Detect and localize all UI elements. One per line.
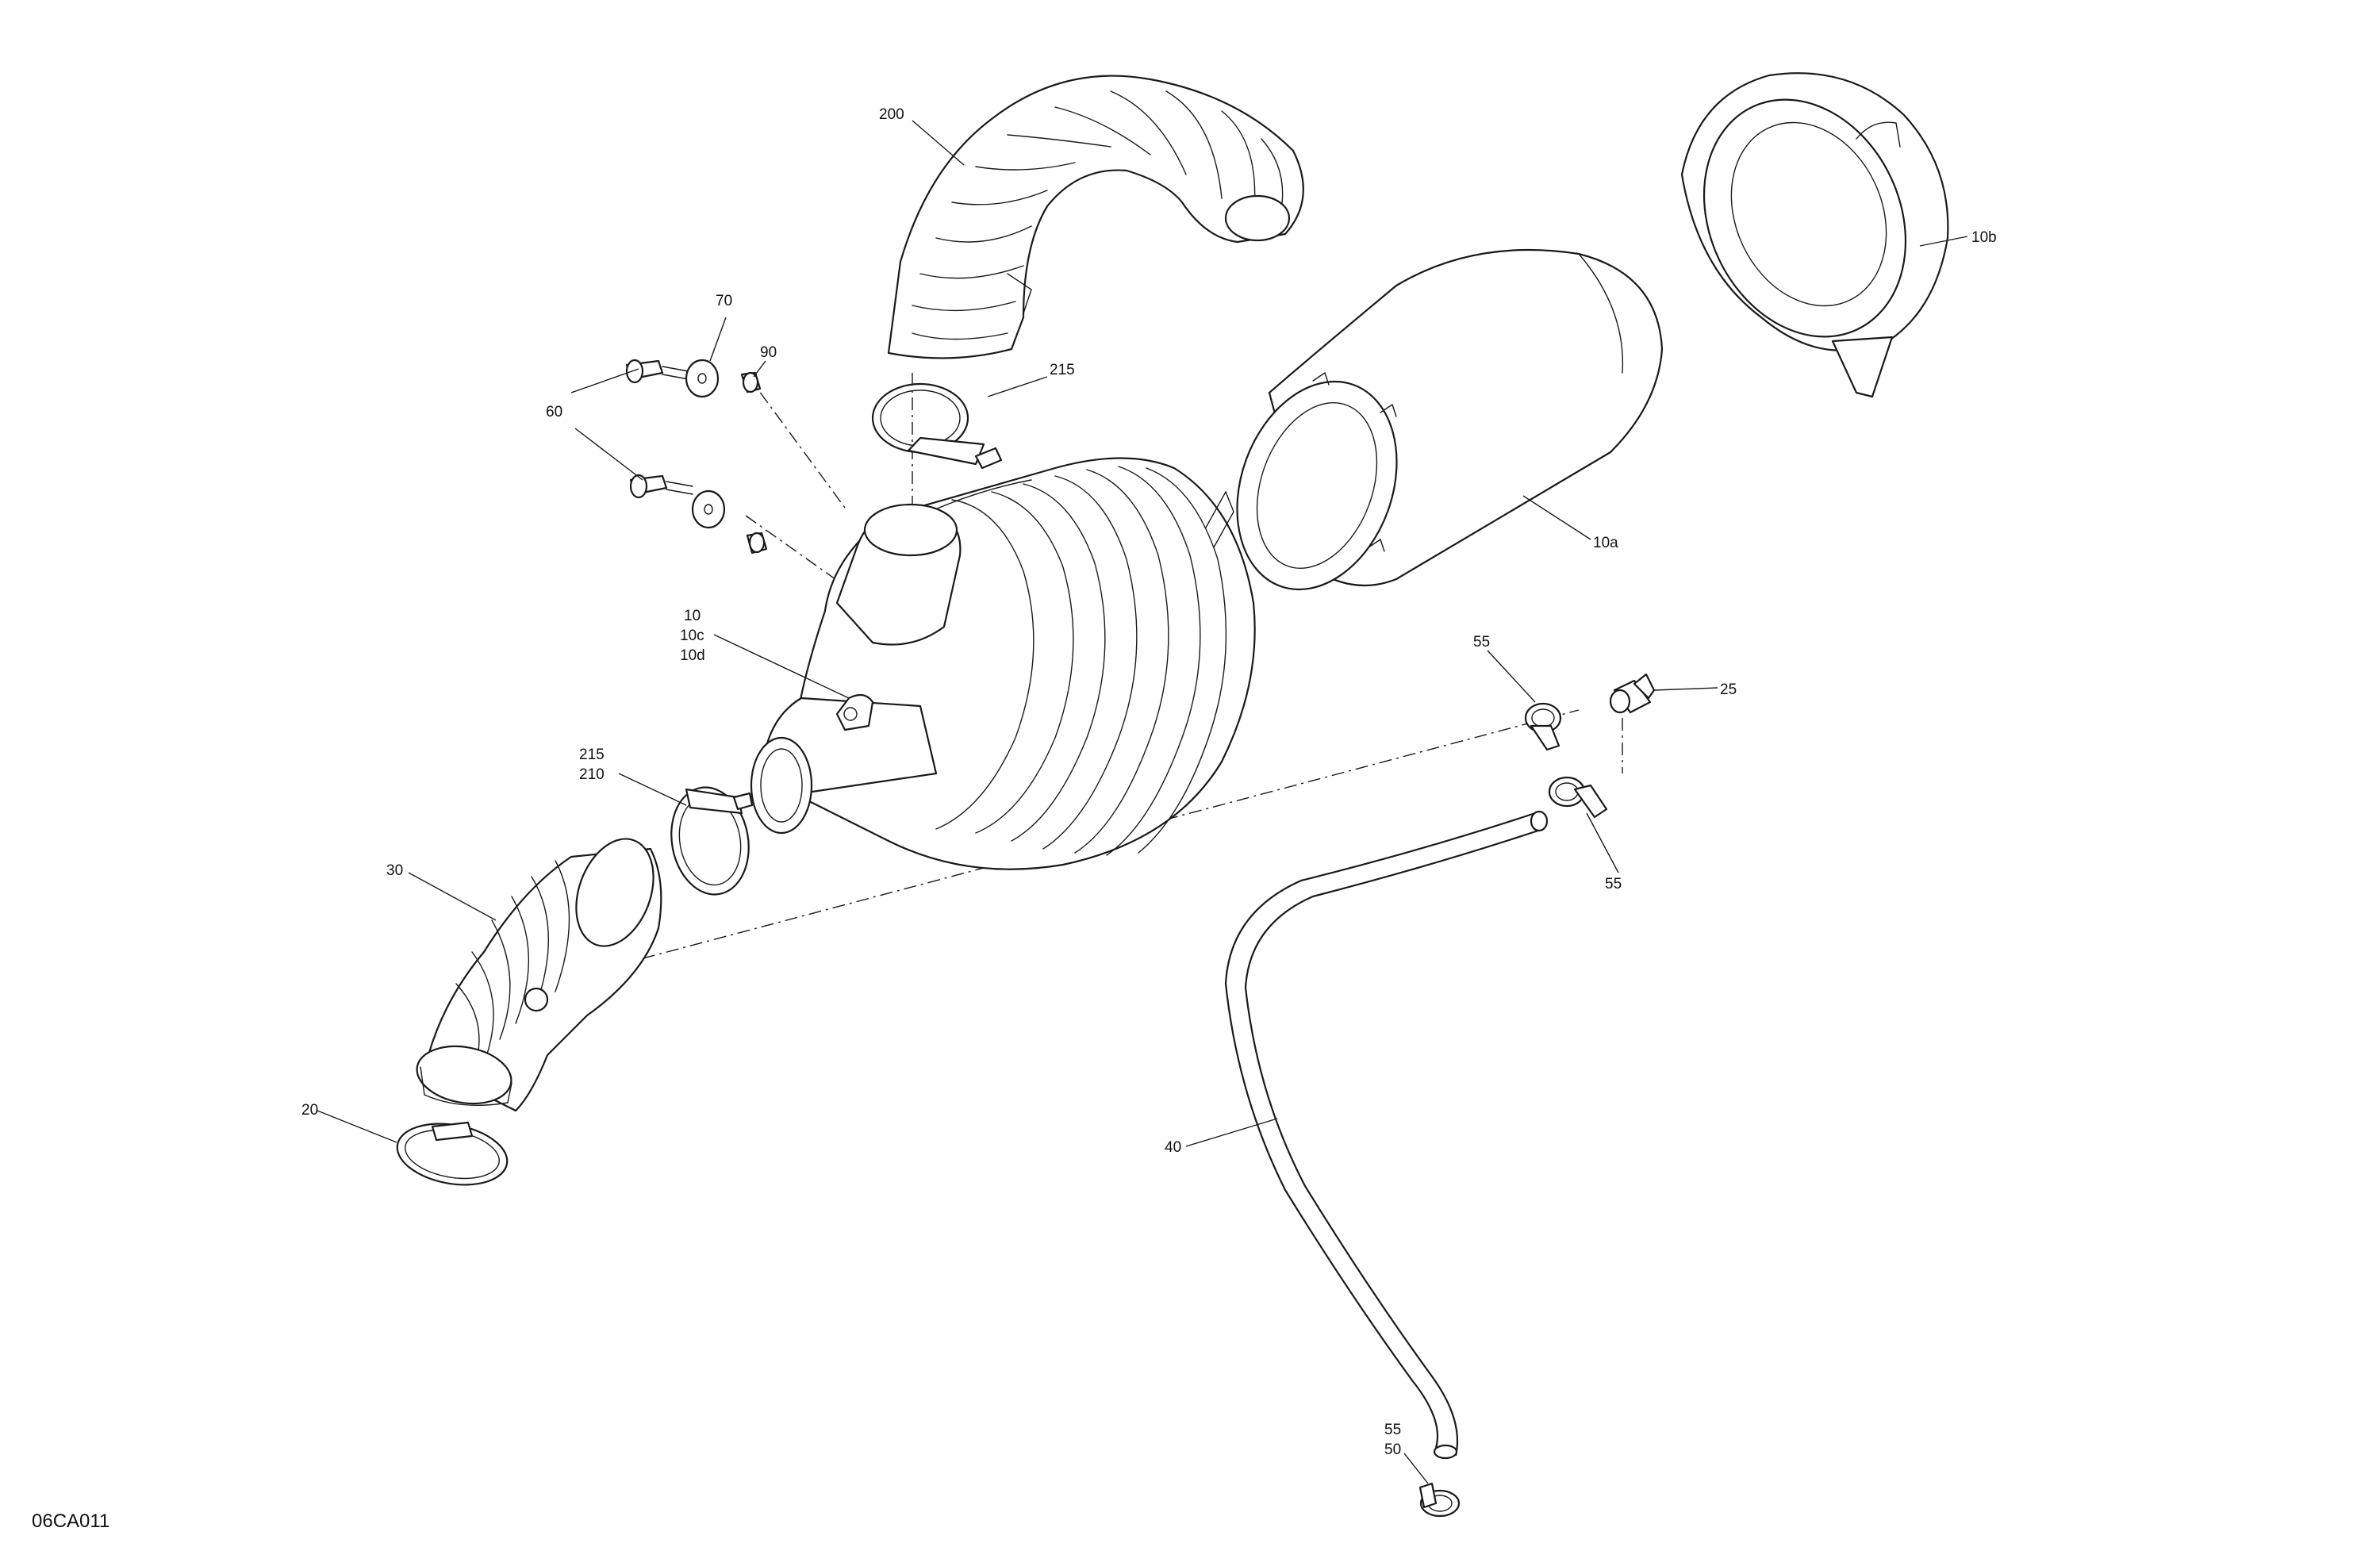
callout-55-bottom: 55 — [1384, 1422, 1401, 1438]
callout-55-mid: 55 — [1605, 876, 1622, 892]
part-30-intake-bellows — [416, 838, 662, 1112]
drawing-code: 06CA011 — [32, 1510, 109, 1532]
callout-30: 30 — [386, 862, 403, 879]
callout-55-top: 55 — [1473, 634, 1490, 651]
part-215-hose-clamp-middle — [670, 786, 754, 896]
callout-40: 40 — [1165, 1139, 1181, 1156]
part-10a-filter-element — [1236, 248, 1664, 591]
callout-10d: 10d — [680, 647, 705, 664]
part-10b-housing-cover — [1680, 72, 1949, 398]
part-10-air-filter-housing — [750, 457, 1256, 870]
part-25-fitting — [1609, 673, 1656, 714]
callout-210: 210 — [579, 766, 605, 783]
callout-200: 200 — [879, 106, 904, 123]
callout-90: 90 — [760, 344, 777, 361]
part-40-drain-hose — [1224, 810, 1549, 1460]
part-55-hose-clamp-bottom — [1418, 1482, 1461, 1518]
callout-10b: 10b — [1971, 229, 1997, 246]
leader-lines — [317, 120, 1968, 1484]
callout-215-mid: 215 — [579, 747, 605, 763]
callout-215-top: 215 — [1050, 362, 1075, 378]
callout-70: 70 — [716, 293, 732, 309]
callout-10a: 10a — [1593, 535, 1618, 551]
callout-50: 50 — [1384, 1441, 1401, 1458]
callout-60: 60 — [546, 404, 562, 420]
part-215-hose-clamp-top — [871, 382, 1003, 470]
fastener-set-upper — [625, 359, 762, 398]
fastener-set-lower — [629, 474, 768, 555]
callout-labels: 200 215 70 90 60 10b 10a 10 10c 10d 55 2… — [301, 106, 1997, 1458]
callout-20: 20 — [301, 1102, 318, 1119]
callout-10: 10 — [684, 608, 701, 624]
part-200-intake-duct — [887, 75, 1304, 359]
part-20-hose-clamp-lower — [396, 1121, 509, 1186]
part-55-hose-clamp-upper — [1524, 702, 1562, 751]
part-55-hose-clamp-middle — [1548, 776, 1608, 819]
callout-10c: 10c — [680, 628, 704, 644]
callout-25: 25 — [1720, 681, 1737, 698]
